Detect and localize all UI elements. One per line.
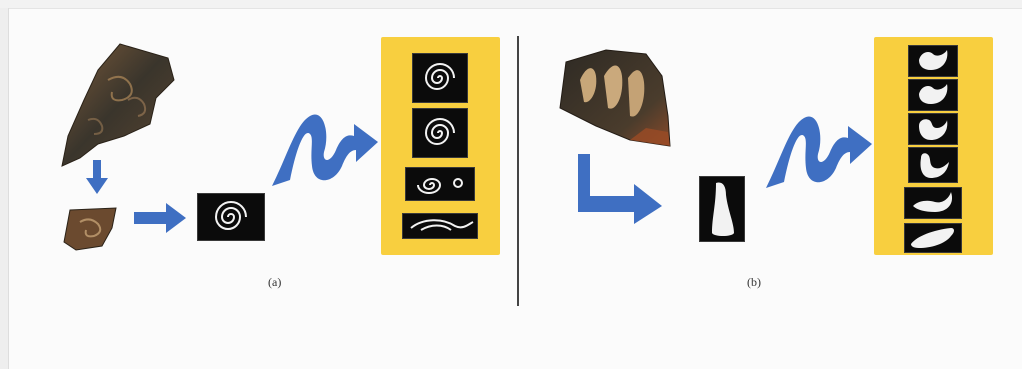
result-thumbnail-a-4 (402, 213, 478, 239)
caption-b: (b) (747, 275, 761, 290)
wave-arrow-icon (764, 96, 874, 196)
right-arrow-icon (134, 203, 186, 233)
result-thumbnail-a-2 (412, 108, 468, 158)
spiral-motif-icon (413, 109, 467, 157)
wave-arrow-icon (270, 94, 380, 194)
bent-arrow-icon (574, 154, 664, 224)
leaf-motif-icon (905, 188, 961, 218)
extracted-motif-thumbnail-a (197, 193, 265, 241)
pottery-shard-small-a (62, 206, 120, 252)
spiral-motif-icon (198, 194, 264, 240)
result-thumbnail-b-1 (908, 45, 958, 77)
result-thumbnail-a-1 (412, 53, 468, 103)
panel-divider (517, 36, 519, 306)
spiral-motif-icon (413, 54, 467, 102)
leaf-motif-icon (909, 114, 957, 144)
down-arrow-icon (86, 160, 108, 194)
leaf-motif-icon (700, 177, 744, 241)
extracted-motif-thumbnail-b (699, 176, 745, 242)
result-thumbnail-b-5 (904, 187, 962, 219)
leaf-motif-icon (905, 224, 961, 252)
pottery-shard-large-b (556, 46, 674, 150)
caption-a: (a) (268, 275, 281, 290)
window-left-border (0, 8, 9, 369)
leaf-motif-icon (909, 46, 957, 76)
retrieval-results-panel-a (381, 37, 500, 255)
result-thumbnail-b-3 (908, 113, 958, 145)
window-top-border (0, 0, 1022, 9)
retrieval-results-panel-b (874, 37, 993, 255)
result-thumbnail-b-2 (908, 79, 958, 111)
result-thumbnail-a-3 (405, 167, 475, 201)
result-thumbnail-b-4 (908, 147, 958, 183)
pottery-shard-large-a (58, 40, 178, 170)
spiral-motif-icon (403, 214, 477, 238)
leaf-motif-icon (909, 80, 957, 110)
leaf-motif-icon (909, 148, 957, 182)
spiral-motif-icon (406, 168, 474, 200)
result-thumbnail-b-6 (904, 223, 962, 253)
